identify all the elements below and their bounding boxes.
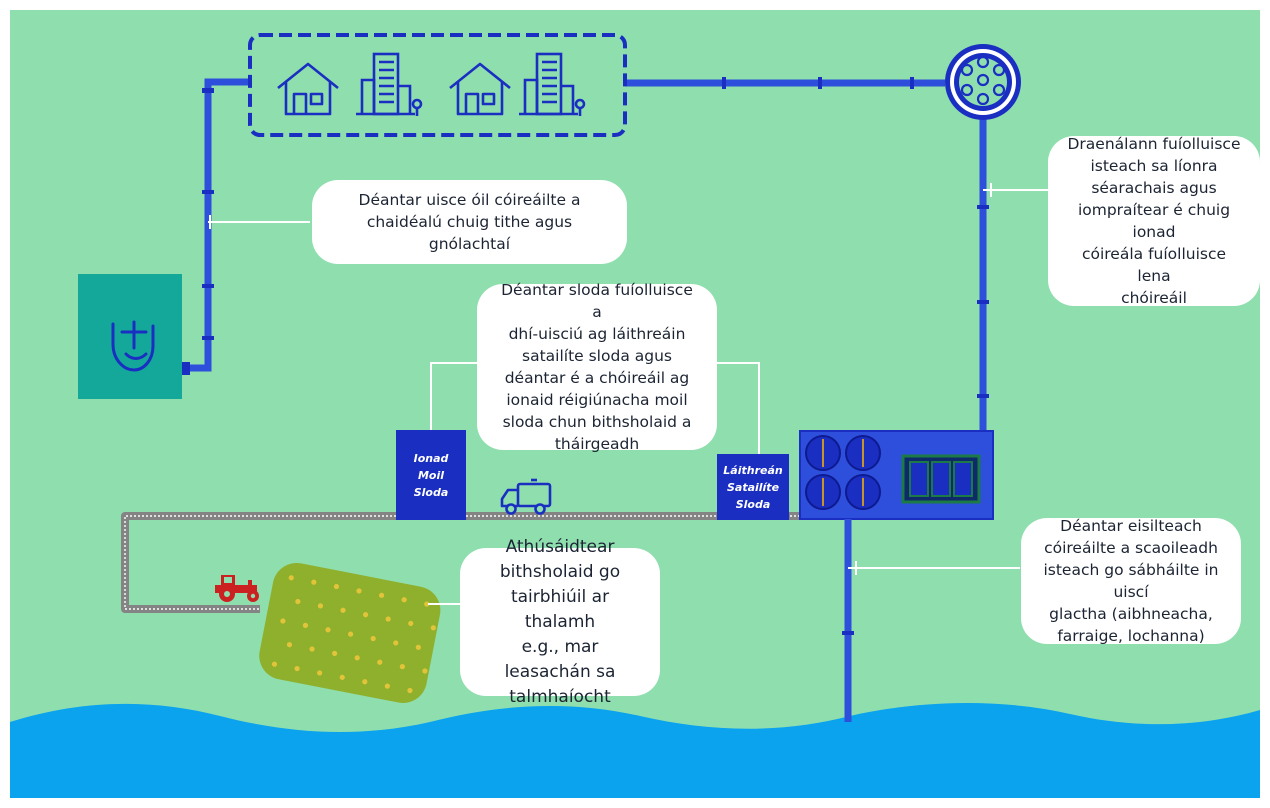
callout-potable-water: Déantar uisce óil cóireáilte a chaidéalú… [312, 180, 627, 264]
sludge-satellite-site: Láithreán Satailíte Sloda [717, 454, 789, 520]
homes-businesses-box [248, 33, 627, 137]
sludge-hub-centre: Ionad Moil Sloda [396, 430, 466, 520]
house-icon [277, 62, 339, 116]
office-building-icon [519, 52, 586, 116]
callout-treated-effluent: Déantar eisilteach cóireáilte a scaoilea… [1021, 517, 1241, 645]
clarifier-tanks-icon [805, 435, 881, 510]
callout-sludge-processing: Déantar sloda fuíolluisce a dhí-uisciú a… [477, 281, 717, 453]
tanker-truck-icon [500, 478, 552, 515]
sea-water [10, 702, 1260, 798]
sewer-pipe [625, 79, 987, 432]
tractor-icon [215, 575, 259, 602]
water-treatment-plant [78, 274, 182, 399]
pipe-joints-left [180, 88, 214, 375]
potable-water-main [178, 78, 252, 372]
callout-connector-4 [713, 362, 760, 463]
water-utility-logo-icon [111, 320, 155, 372]
manhole-icon [945, 44, 1021, 120]
filter-beds-icon [901, 454, 981, 504]
diagram-canvas: Déantar uisce óil cóireáilte a chaidéalú… [10, 10, 1260, 798]
callout-sewer-network: Draenálann fuíolluisce isteach sa líonra… [1048, 135, 1260, 307]
callout-connector-3 [430, 362, 480, 430]
agricultural-field [259, 562, 441, 703]
callout-biosolids-reuse: Athúsáidtear bithsholaid go tairbhiúil a… [460, 537, 660, 707]
house-icon [449, 62, 511, 116]
office-building-icon [356, 52, 423, 116]
sewer-joints [722, 77, 989, 398]
